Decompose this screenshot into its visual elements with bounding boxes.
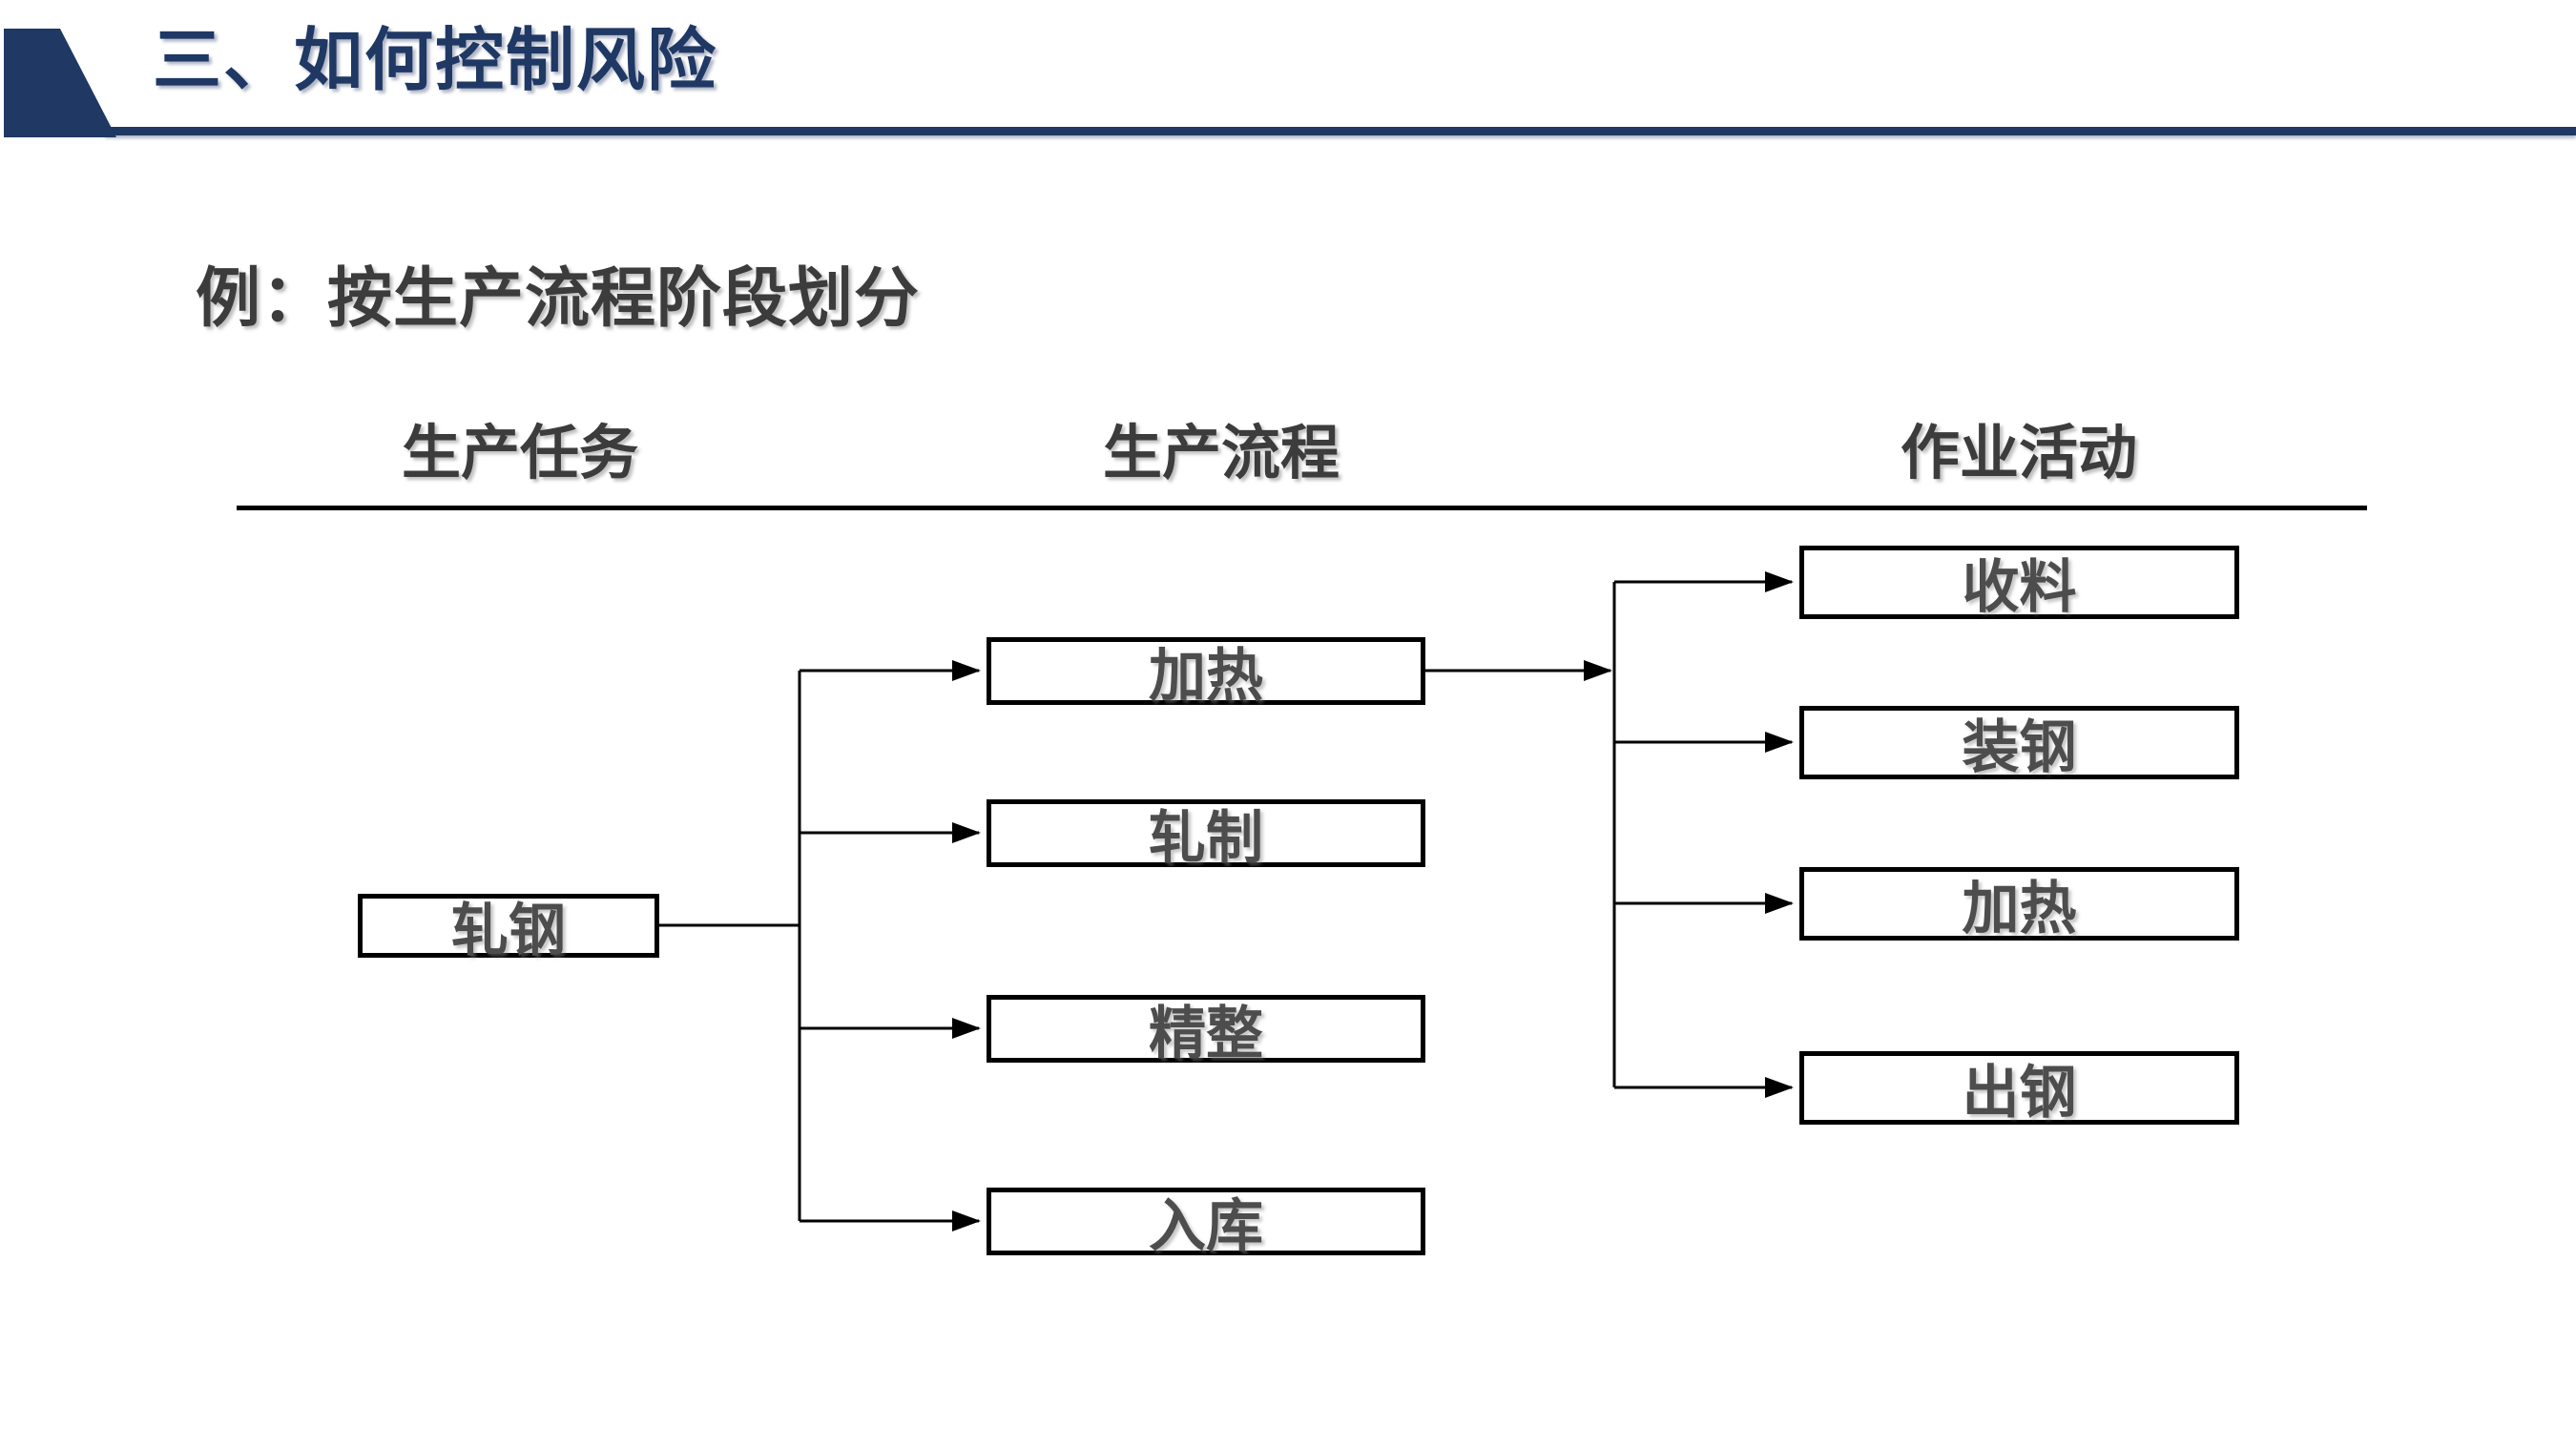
node-label: 加热 <box>1149 644 1263 708</box>
column-header-operation-activity: 作业活动 <box>1900 421 2137 486</box>
node-label: 精整 <box>1149 1002 1263 1065</box>
column-header-production-process: 生产流程 <box>1102 421 1340 486</box>
column-header-production-task: 生产任务 <box>401 421 638 486</box>
node-activity-heating: 加热 <box>1799 867 2239 941</box>
page-title: 三、如何控制风险 <box>153 23 718 99</box>
node-label: 装钢 <box>1962 715 2077 779</box>
node-label: 加热 <box>1962 877 2077 941</box>
column-header-divider <box>237 506 2367 510</box>
node-label: 入库 <box>1149 1194 1263 1258</box>
node-task-steel-rolling: 轧钢 <box>358 894 659 962</box>
node-label: 轧制 <box>1149 806 1263 870</box>
node-process-rolling: 轧制 <box>987 799 1425 870</box>
node-activity-receiving: 收料 <box>1799 546 2239 619</box>
section-title: 例：按生产流程阶段划分 <box>196 262 921 335</box>
node-process-finishing: 精整 <box>987 995 1425 1065</box>
node-activity-charging-steel: 装钢 <box>1799 706 2239 779</box>
node-process-warehousing: 入库 <box>987 1188 1425 1258</box>
node-label: 收料 <box>1962 555 2077 619</box>
node-label: 出钢 <box>1962 1061 2077 1125</box>
node-label: 轧钢 <box>451 899 566 962</box>
header-rule <box>105 127 2576 135</box>
node-activity-tapping-steel: 出钢 <box>1799 1051 2239 1125</box>
node-process-heating: 加热 <box>987 637 1425 708</box>
